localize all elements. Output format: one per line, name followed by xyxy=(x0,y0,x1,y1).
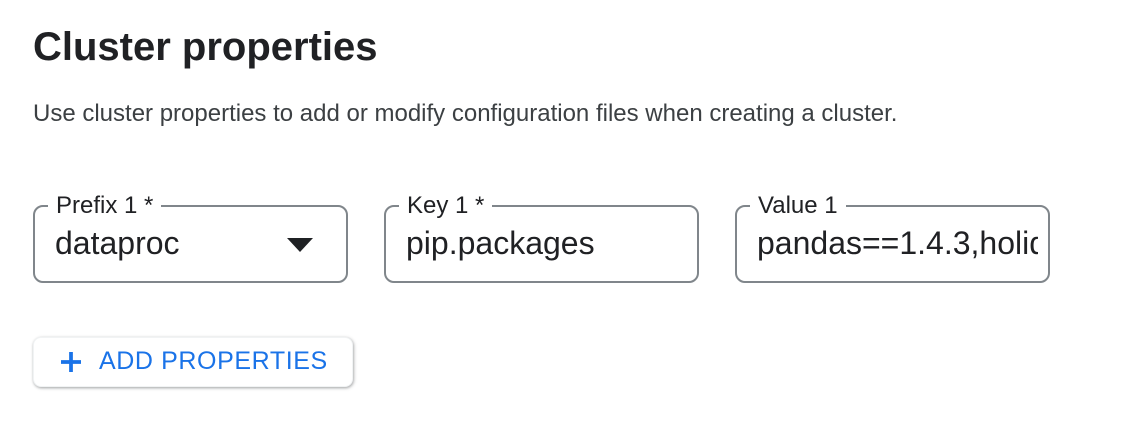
add-properties-label: ADD PROPERTIES xyxy=(99,347,328,376)
prefix-label: Prefix 1 * xyxy=(48,191,162,220)
add-properties-button[interactable]: ADD PROPERTIES xyxy=(33,336,353,387)
value-label: Value 1 xyxy=(750,191,846,220)
property-fields-row: Prefix 1 * Key 1 * Value 1 xyxy=(33,191,1122,283)
key-label: Key 1 * xyxy=(399,191,493,220)
value-field: Value 1 xyxy=(735,191,1050,283)
key-field: Key 1 * xyxy=(384,191,699,283)
section-description: Use cluster properties to add or modify … xyxy=(33,100,898,127)
prefix-field: Prefix 1 * xyxy=(33,191,348,283)
cluster-properties-section: Cluster properties Use cluster propertie… xyxy=(33,25,1122,387)
plus-icon xyxy=(61,351,81,372)
page-title: Cluster properties xyxy=(33,25,378,69)
